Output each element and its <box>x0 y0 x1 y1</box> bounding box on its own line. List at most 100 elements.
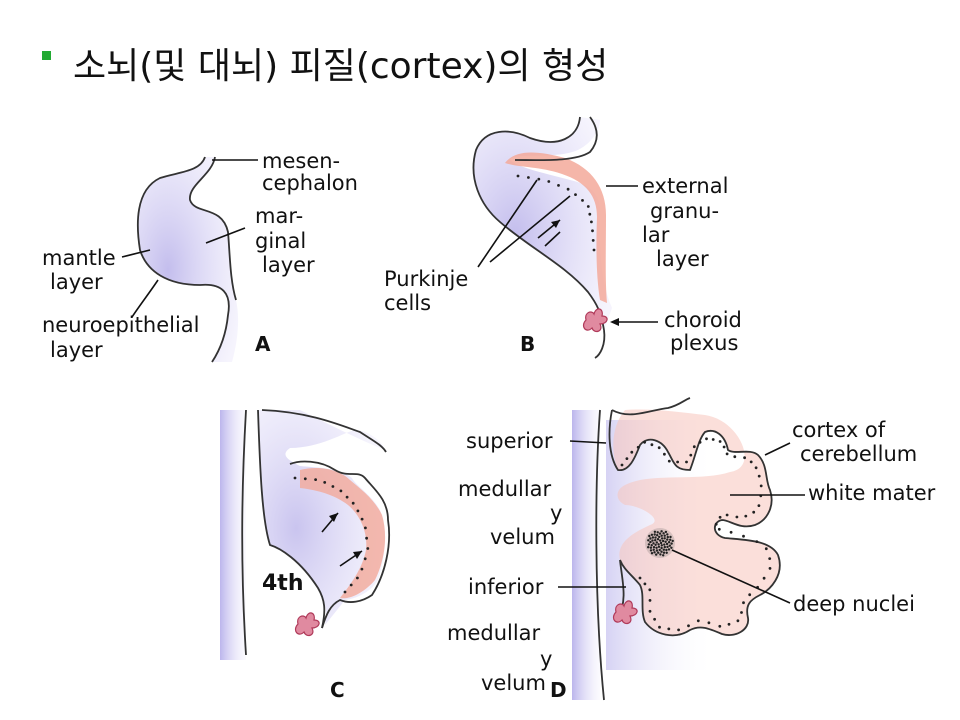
cortex-dot <box>768 557 772 560</box>
cortex-dot <box>757 504 761 507</box>
deep-nucleus-dot <box>650 533 654 536</box>
deep-nucleus-dot <box>647 546 650 549</box>
purkinje-cell-dot <box>590 220 593 224</box>
deep-nucleus-dot <box>653 551 656 554</box>
deep-nucleus-dot <box>663 545 666 549</box>
cortex-dot <box>692 445 696 449</box>
cortex-dot <box>762 576 766 580</box>
cortex-dot <box>658 625 661 629</box>
marginal-layer-label-2: ginal <box>255 229 306 253</box>
superior-velum-label-2: medullar <box>458 477 552 501</box>
purkinje-cell-dot <box>566 187 570 191</box>
deep-nucleus-dot <box>662 554 665 557</box>
deep-nucleus-dot <box>655 546 658 549</box>
external-granular-label-1: external <box>642 174 728 198</box>
cortex-dot <box>648 609 652 613</box>
cortex-dot <box>768 567 772 570</box>
cortex-dot <box>714 522 718 526</box>
cortex-dot <box>764 547 768 551</box>
purkinje-cell-dot <box>591 229 594 233</box>
cortex-dot <box>742 534 745 538</box>
inferior-velum-label-2: medullar <box>447 621 541 645</box>
deep-nucleus-dot <box>668 544 671 547</box>
marginal-layer-label-3: layer <box>262 253 315 277</box>
purkinje-cell-dot <box>360 517 364 521</box>
mantle-layer-label-2: layer <box>50 270 103 294</box>
deep-nucleus-dot <box>662 551 666 554</box>
cortex-dot <box>667 627 671 631</box>
deep-nucleus-dot <box>663 543 666 546</box>
deep-nucleus-dot <box>665 551 668 554</box>
deep-nucleus-dot <box>666 538 669 541</box>
panel-c: 4th C <box>220 409 390 702</box>
deep-nucleus-dot <box>655 541 658 544</box>
neuroepithelial-label-1: neuroepithelial <box>42 313 199 337</box>
cortex-dot <box>752 510 756 514</box>
external-granular-label-4: layer <box>656 247 709 271</box>
purkinje-cell-dot <box>356 509 360 513</box>
purkinje-dots-c <box>293 476 370 594</box>
purkinje-cell-dot <box>331 485 335 488</box>
cortex-dot <box>650 443 654 447</box>
cortex-dot <box>725 452 729 456</box>
purkinje-cell-dot <box>527 176 530 179</box>
purkinje-cell-dot <box>345 495 349 499</box>
deep-nucleus-dot <box>664 540 667 543</box>
cortex-dot <box>733 455 737 459</box>
cortex-dot <box>727 622 731 626</box>
cortex-dot <box>718 440 722 443</box>
deep-nucleus-dot <box>656 534 659 537</box>
deep-nucleus-dot <box>654 543 657 546</box>
cortex-dot <box>667 459 671 463</box>
bullet-square-icon <box>42 50 51 60</box>
panel-c-cortex-band <box>300 468 386 599</box>
mantle-layer-label-1: mantle <box>42 246 116 270</box>
slide-title: 소뇌(및 대뇌) 피질(cortex)의 형성 <box>42 38 608 88</box>
choroid-plexus-d <box>612 600 638 625</box>
purkinje-cell-dot <box>349 583 353 587</box>
deep-nucleus-dot <box>667 541 671 544</box>
cortex-dot <box>755 540 759 543</box>
panel-c-tissue <box>258 410 386 625</box>
deep-nucleus-dot <box>647 543 651 546</box>
cortex-dot <box>740 611 743 614</box>
cortex-dot <box>743 456 746 460</box>
cortex-dot <box>648 599 652 602</box>
choroid-plexus-b <box>582 308 608 333</box>
cortex-of-cerebellum-label-2: cerebellum <box>800 442 917 466</box>
cortex-dot <box>677 628 680 632</box>
superior-velum-label-4: velum <box>490 525 555 549</box>
cortex-dot <box>696 619 700 623</box>
purkinje-cell-dot <box>293 476 297 480</box>
purkinje-cell-dot <box>351 501 355 505</box>
cortex-dots-d <box>620 437 772 632</box>
cortex-dot <box>754 466 758 470</box>
deep-nuclei-dots <box>647 530 674 557</box>
marginal-layer-label-1: mar- <box>255 204 303 228</box>
deep-nucleus-dot <box>651 536 655 539</box>
deep-nucleus-dot <box>671 539 674 543</box>
cortex-dot <box>717 527 721 531</box>
cortex-dot <box>636 445 640 449</box>
cortex-dot <box>689 453 693 457</box>
deep-nucleus-dot <box>662 532 665 535</box>
deep-nucleus-dot <box>656 531 659 534</box>
cortex-dot <box>757 474 761 478</box>
cortex-dot <box>718 515 722 519</box>
cortex-dot <box>638 576 642 580</box>
purkinje-cell-dot <box>314 478 317 481</box>
deep-nucleus-dot <box>650 552 654 555</box>
deep-nucleus-dot <box>662 548 665 551</box>
cortex-dot <box>698 440 702 444</box>
purkinje-cell-dot <box>557 184 560 187</box>
panel-d-folia-cortex <box>613 409 780 636</box>
purkinje-cell-dot <box>360 567 364 571</box>
panel-a: mesen- cephalon mar- ginal layer mantle … <box>42 149 358 363</box>
panel-d-left-wall-fill <box>572 410 600 700</box>
cortex-dot <box>735 515 739 519</box>
deep-nucleus-dot <box>652 548 655 551</box>
panel-b-tissue <box>473 117 612 330</box>
purkinje-cell-dot <box>591 239 595 242</box>
deep-nucleus-dot <box>657 551 660 554</box>
